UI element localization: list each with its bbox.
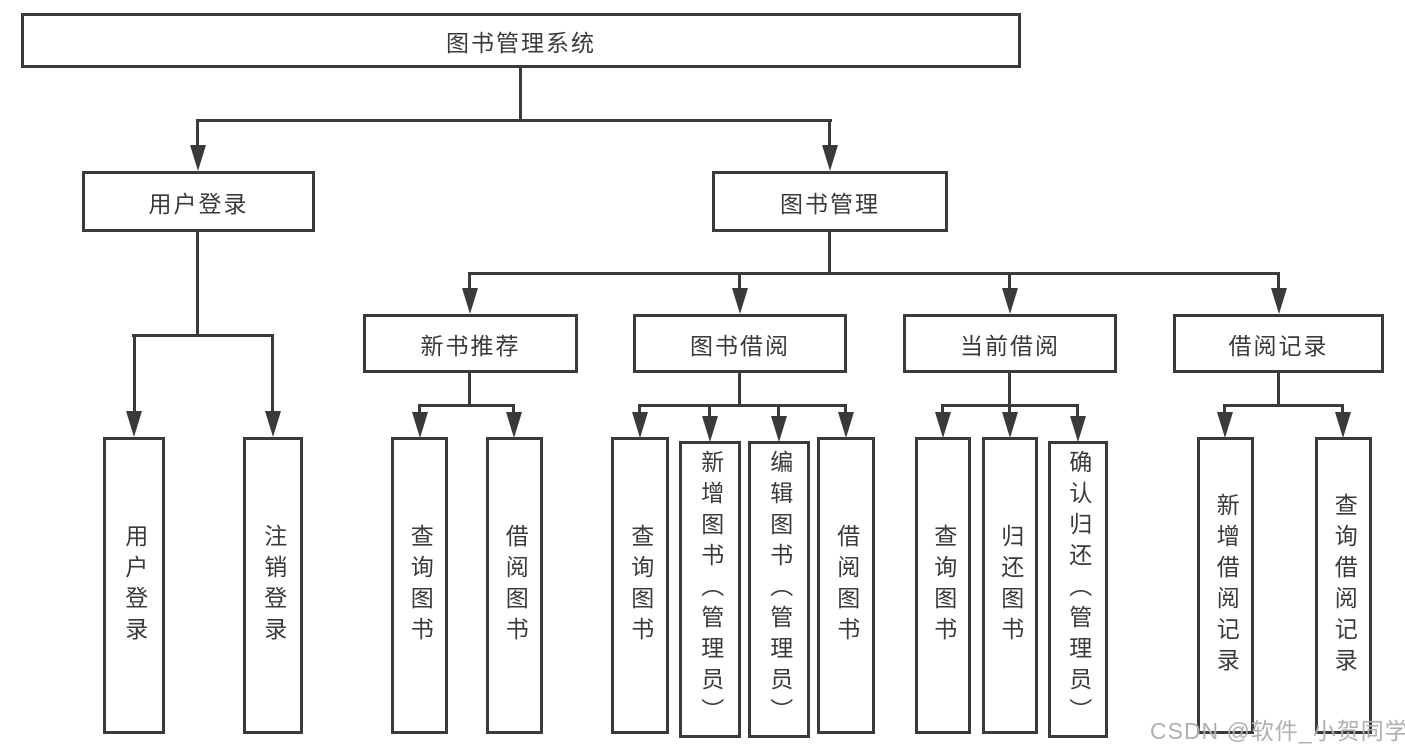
arrowhead-leaf-add-record: [1217, 412, 1233, 438]
arrowhead-book-borrow: [732, 288, 748, 314]
connector-to-leaf-query3: [941, 404, 944, 414]
connector-borrow-record-stem: [1277, 373, 1280, 407]
connector-user-login-stem: [196, 232, 199, 335]
leaf-query-book-1: 查询图书: [391, 437, 448, 734]
connector-l3-hbar: [468, 272, 1280, 275]
arrowhead-leaf-query1: [412, 412, 428, 438]
node-current-borrow: 当前借阅: [903, 314, 1117, 373]
node-book-management: 图书管理: [712, 171, 948, 232]
leaf-logout: 注销登录: [243, 437, 303, 734]
arrowhead-leaf-borrow2: [838, 412, 854, 438]
connector-root-stem: [519, 68, 522, 121]
leaf-query-borrow-record: 查询借阅记录: [1315, 437, 1372, 734]
connector-to-leaf-query1: [418, 404, 421, 414]
arrowhead-current-borrow: [1002, 288, 1018, 314]
leaf-return-book: 归还图书: [982, 437, 1038, 734]
node-root: 图书管理系统: [21, 13, 1021, 68]
arrowhead-user-login: [190, 145, 206, 171]
connector-borrow-record-hbar: [1223, 404, 1344, 407]
leaf-add-borrow-record: 新增借阅记录: [1197, 437, 1254, 734]
arrowhead-leaf-return: [1002, 412, 1018, 438]
node-new-book-recommend: 新书推荐: [363, 314, 578, 373]
connector-to-leaf-add-record: [1223, 404, 1226, 414]
connector-to-current-borrow: [1008, 272, 1011, 290]
connector-book-management-stem: [828, 232, 831, 274]
arrowhead-book-management: [822, 145, 838, 171]
arrowhead-leaf-edit-book: [771, 416, 787, 442]
arrowhead-leaf-add-book: [702, 416, 718, 442]
node-book-borrow: 图书借阅: [633, 314, 847, 373]
leaf-borrow-book-2: 借阅图书: [817, 437, 875, 734]
arrowhead-leaf-logout: [265, 411, 281, 437]
arrowhead-leaf-borrow1: [506, 412, 522, 438]
leaf-borrow-book-1: 借阅图书: [486, 437, 543, 734]
connector-to-leaf-borrow2: [844, 404, 847, 414]
connector-to-leaf-return: [1008, 404, 1011, 414]
arrowhead-leaf-query2: [632, 412, 648, 438]
arrowhead-leaf-query-record: [1335, 412, 1351, 438]
connector-to-book-borrow: [738, 272, 741, 290]
connector-to-leaf-logout: [271, 334, 274, 413]
arrowhead-leaf-confirm-return: [1070, 416, 1086, 442]
leaf-confirm-return-admin: 确认归还（管理员）: [1048, 441, 1108, 738]
connector-book-borrow-stem: [738, 373, 741, 407]
connector-to-leaf-confirm-return: [1076, 404, 1079, 418]
leaf-user-login: 用户登录: [103, 437, 165, 734]
connector-to-leaf-add-book: [708, 404, 711, 418]
arrowhead-borrow-record: [1271, 288, 1287, 314]
node-user-login: 用户登录: [82, 171, 315, 232]
connector-l1-hbar: [196, 119, 832, 122]
connector-to-user-login: [196, 119, 199, 147]
connector-to-leaf-borrow1: [512, 404, 515, 414]
leaf-edit-book-admin: 编辑图书（管理员）: [748, 441, 810, 738]
connector-to-leaf-user-login: [133, 334, 136, 413]
connector-current-borrow-stem: [1008, 373, 1011, 407]
connector-new-book-hbar: [418, 404, 515, 407]
csdn-watermark: CSDN @软件_小贺同学: [1150, 718, 1405, 744]
connector-to-book-management: [828, 119, 831, 147]
connector-book-borrow-hbar: [638, 404, 847, 407]
connector-new-book-stem: [468, 373, 471, 407]
connector-user-login-hbar: [132, 334, 274, 337]
arrowhead-new-book: [462, 288, 478, 314]
connector-to-borrow-record: [1277, 272, 1280, 290]
leaf-query-book-3: 查询图书: [915, 437, 971, 734]
connector-to-leaf-edit-book: [777, 404, 780, 418]
leaf-query-book-2: 查询图书: [611, 437, 669, 734]
arrowhead-leaf-query3: [935, 412, 951, 438]
connector-to-new-book: [468, 272, 471, 290]
arrowhead-leaf-user-login: [126, 411, 142, 437]
leaf-add-book-admin: 新增图书（管理员）: [679, 441, 741, 738]
connector-to-leaf-query-record: [1341, 404, 1344, 414]
connector-to-leaf-query2: [638, 404, 641, 414]
node-borrow-record: 借阅记录: [1173, 314, 1384, 373]
